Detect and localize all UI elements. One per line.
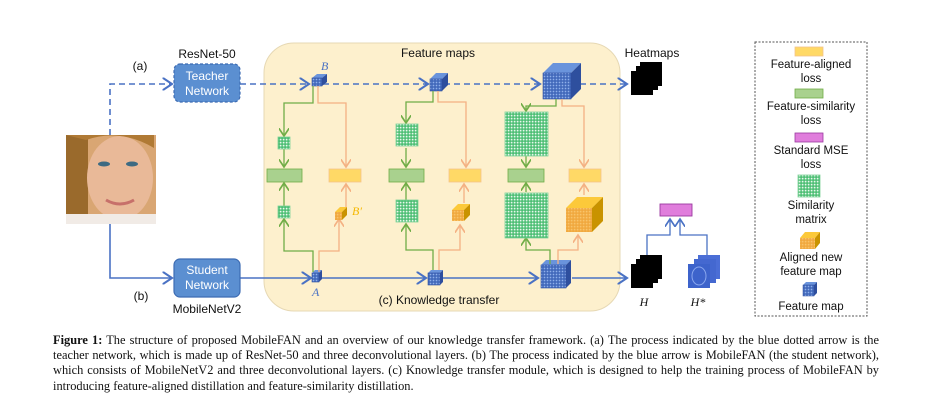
legend-label: feature map — [780, 266, 841, 278]
teacher-path-arrow — [109, 84, 172, 135]
teacher-backbone-label: ResNet-50 — [178, 47, 236, 61]
caption-text: The structure of proposed MobileFAN and … — [53, 333, 879, 393]
feature-aligned-loss-3 — [568, 168, 602, 183]
teacher-box-label: Teacher — [186, 69, 229, 83]
student-feature-map-1 — [311, 270, 322, 283]
mse-loss-box — [659, 203, 693, 217]
aligned-feature-map-2 — [452, 204, 470, 221]
student-backbone-label: MobileNetV2 — [173, 302, 242, 316]
aligned-arrow — [317, 86, 346, 167]
feature-aligned-loss-1 — [328, 168, 362, 183]
similarity-matrix-student-3 — [504, 192, 549, 239]
aligned-feature-label: B′ — [352, 204, 362, 218]
student-box-label: Student — [186, 263, 228, 277]
aligned-arrow — [561, 99, 584, 167]
teacher-heatmap-stack — [631, 62, 662, 95]
ground-truth-heatmap-label: H* — [690, 295, 706, 309]
mse-loss-swatch — [794, 132, 824, 143]
aligned-feature-map-icon — [800, 232, 820, 249]
legend-label: Feature-aligned — [771, 59, 852, 71]
caption-label: Figure 1: — [53, 333, 103, 347]
legend-label: loss — [801, 115, 822, 127]
legend-label: Similarity — [788, 200, 835, 212]
feature-maps-title: Feature maps — [401, 46, 475, 60]
legend-label: matrix — [795, 214, 827, 226]
feature-aligned-loss-2 — [448, 168, 482, 183]
similarity-matrix-teacher-2 — [395, 123, 419, 147]
student-feature-map-3 — [540, 260, 571, 289]
feature-similarity-loss-swatch — [794, 88, 824, 99]
legend-label: Feature-similarity — [767, 101, 855, 113]
feature-similarity-loss-2 — [388, 168, 425, 183]
student-path-arrow — [109, 224, 172, 278]
predicted-heatmap-stack — [631, 255, 662, 288]
mobilefan-architecture-diagram: Teacher Network ResNet-50 (a) Student Ne… — [66, 41, 868, 317]
similarity-arrow — [284, 219, 314, 272]
aligned-feature-map-3 — [566, 197, 603, 232]
aligned-arrow — [557, 235, 578, 264]
teacher-feature-map-2 — [429, 73, 448, 92]
teacher-box-label-2: Network — [185, 84, 230, 98]
teacher-path-tag: (a) — [133, 59, 148, 73]
figure-caption: Figure 1: The structure of proposed Mobi… — [53, 333, 879, 394]
legend-label: Standard MSE — [774, 145, 849, 157]
feature-similarity-loss-1 — [266, 168, 303, 183]
student-feature-label: A — [311, 285, 320, 299]
input-face-image — [66, 135, 156, 224]
ground-truth-heatmap-stack — [688, 255, 720, 288]
similarity-arrow — [284, 86, 314, 136]
student-box-label-2: Network — [185, 278, 230, 292]
similarity-arrow — [526, 99, 557, 111]
similarity-matrix-student-1 — [277, 205, 291, 219]
aligned-arrow — [437, 91, 466, 167]
feature-aligned-loss-swatch — [794, 46, 824, 57]
legend-label: loss — [801, 159, 822, 171]
student-feature-map-2 — [427, 270, 443, 286]
similarity-matrix-icon — [797, 174, 821, 198]
feature-map-icon — [802, 282, 817, 297]
teacher-feature-map-1 — [311, 74, 327, 87]
teacher-feature-map-3 — [542, 63, 581, 100]
feature-similarity-loss-3 — [507, 168, 545, 183]
similarity-arrow — [406, 224, 434, 270]
legend-label: loss — [801, 73, 822, 85]
similarity-arrow — [406, 91, 434, 123]
legend-label: Aligned new — [780, 252, 843, 264]
mse-input-arrow — [646, 219, 670, 255]
student-path-tag: (b) — [134, 289, 149, 303]
heatmaps-title: Heatmaps — [625, 46, 680, 60]
teacher-feature-label: B — [321, 59, 329, 73]
knowledge-transfer-title: (c) Knowledge transfer — [379, 293, 500, 307]
aligned-arrow — [318, 219, 339, 272]
aligned-arrow — [438, 225, 460, 270]
mse-input-arrow — [680, 219, 708, 255]
predicted-heatmap-label: H — [639, 295, 650, 309]
aligned-feature-map-1 — [335, 207, 347, 220]
similarity-matrix-teacher-1 — [277, 136, 291, 150]
student-network-box: Student Network — [173, 258, 241, 298]
teacher-network-box: Teacher Network — [173, 63, 241, 103]
legend-label: Feature map — [778, 301, 843, 313]
similarity-matrix-teacher-3 — [504, 111, 549, 157]
similarity-arrow — [526, 238, 551, 264]
similarity-matrix-student-2 — [395, 199, 419, 223]
